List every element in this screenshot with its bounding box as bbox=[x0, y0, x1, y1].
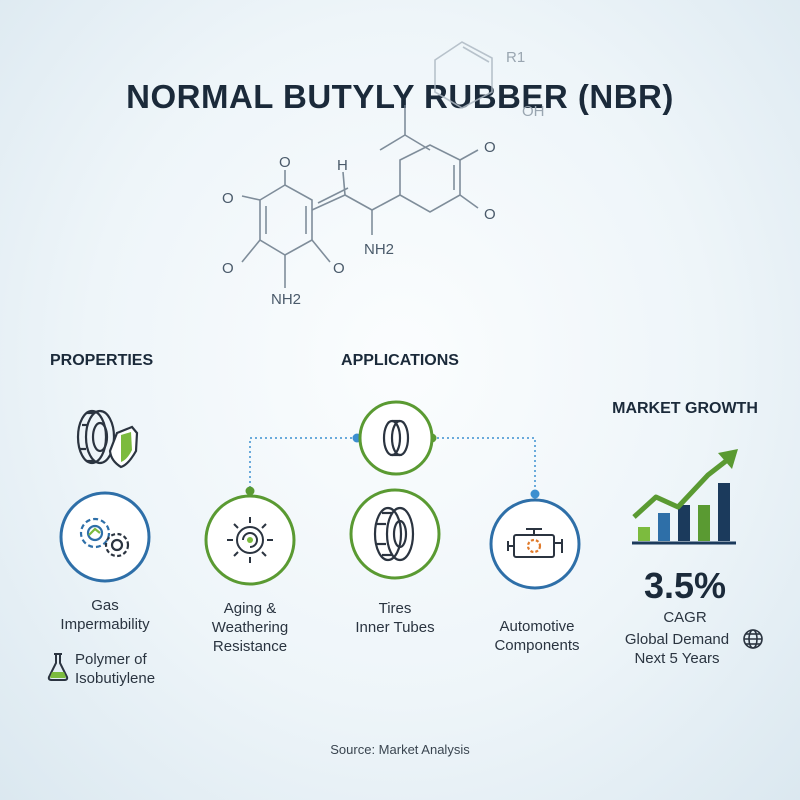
property-label: Gas Impermability bbox=[60, 597, 150, 633]
gas-gears-icon bbox=[59, 491, 151, 583]
engine-icon bbox=[489, 498, 581, 590]
tire-icon bbox=[349, 488, 441, 580]
application-label: Aging & Weathering Resistance bbox=[211, 600, 289, 655]
connector-dot bbox=[530, 489, 540, 499]
atom-nh2: NH2 bbox=[271, 291, 301, 308]
ring-band-icon bbox=[358, 400, 434, 476]
atom-oh: OH bbox=[522, 103, 545, 120]
atom-o: O bbox=[484, 139, 496, 156]
atom-nh2: NH2 bbox=[364, 241, 394, 258]
page-title: NORMAL BUTYLY RUBBER (NBR) bbox=[126, 78, 674, 115]
atom-o: O bbox=[222, 190, 234, 207]
cagr-label: CAGR bbox=[663, 609, 707, 626]
aging-sun-icon bbox=[204, 494, 296, 586]
atom-h: H bbox=[337, 157, 348, 174]
property-label: Polymer of Isobutiylene bbox=[75, 651, 156, 687]
atom-r1: R1 bbox=[506, 49, 525, 66]
application-label: Automotive Components bbox=[494, 618, 580, 654]
globe-icon bbox=[743, 629, 763, 649]
demand-label: Global Demand Next 5 Years bbox=[624, 631, 730, 667]
source-note: Source: Market Analysis bbox=[330, 742, 470, 757]
market-heading: MARKET GROWTH bbox=[612, 400, 758, 417]
connector-dot bbox=[245, 486, 255, 496]
properties-heading: PROPERTIES bbox=[50, 352, 154, 369]
growth-chart-icon bbox=[632, 449, 738, 545]
application-label: Tires Inner Tubes bbox=[355, 600, 435, 636]
cagr-value: 3.5% bbox=[643, 565, 727, 606]
atom-o: O bbox=[222, 260, 234, 277]
atom-o: O bbox=[279, 154, 291, 171]
applications-heading: APPLICATIONS bbox=[341, 352, 459, 369]
flask-icon bbox=[47, 653, 69, 681]
atom-o: O bbox=[333, 260, 345, 277]
tire-shield-icon bbox=[76, 409, 139, 469]
atom-o: O bbox=[484, 206, 496, 223]
